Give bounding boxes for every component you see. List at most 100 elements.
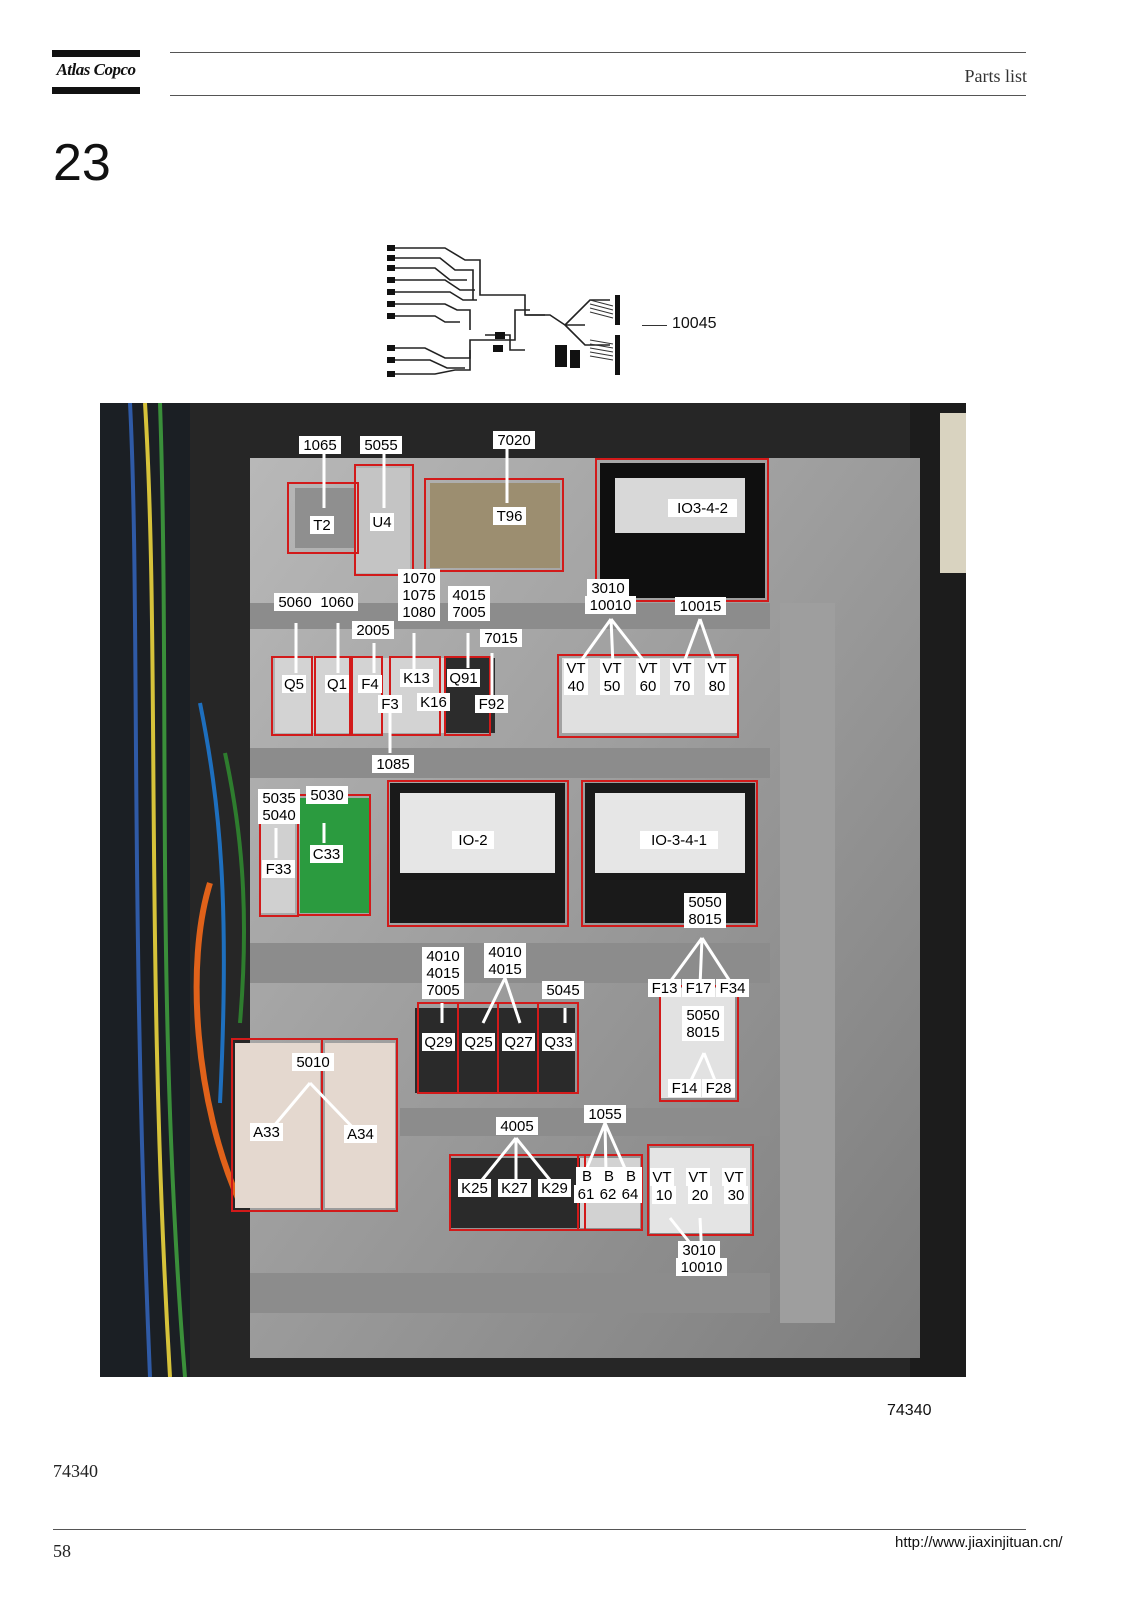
atlas-copco-logo: Atlas Copco (52, 50, 140, 94)
callout-box (258, 789, 300, 807)
callout-q27: Q27 (502, 1033, 535, 1051)
callout-box (574, 1185, 598, 1203)
callout-vt20: VT (686, 1168, 710, 1186)
callout-text: 4015 (488, 961, 521, 978)
callout-box (493, 507, 526, 525)
callout-vt60n: 60 (636, 677, 660, 695)
callout-7015: 7015 (480, 629, 522, 647)
callout-text: Q29 (424, 1034, 452, 1051)
callout-box (422, 947, 464, 965)
callout-box (372, 755, 414, 773)
callout-box (668, 499, 737, 517)
callout-text: F14 (672, 1080, 698, 1097)
callout-box (620, 1167, 642, 1185)
callout-text: 8015 (688, 911, 721, 928)
callout-text: 5050 (688, 894, 721, 911)
callout-5050a: 5050 (684, 893, 726, 911)
callout-box (493, 431, 535, 449)
callout-text: U4 (372, 514, 391, 531)
callout-box (417, 693, 450, 711)
callout-text: 1085 (376, 756, 409, 773)
footer-rule (53, 1529, 1026, 1530)
door-sticker (940, 413, 966, 573)
callout-q1: Q1 (325, 675, 349, 693)
callout-text: 40 (568, 678, 585, 695)
callout-a34: A34 (344, 1125, 377, 1143)
callout-f3: F3 (378, 695, 402, 713)
callout-text: F4 (361, 676, 379, 693)
callout-q91: Q91 (447, 669, 480, 687)
callout-text: F3 (381, 696, 399, 713)
callout-u4: U4 (370, 513, 394, 531)
callout-5030: 5030 (306, 786, 348, 804)
callout-k29: K29 (538, 1179, 571, 1197)
callout-box (398, 603, 440, 621)
callout-4005: 4005 (496, 1117, 538, 1135)
callout-box (675, 597, 726, 615)
callout-box (650, 1168, 674, 1186)
callout-4010b: 4010 (484, 943, 526, 961)
callout-box (676, 1258, 727, 1276)
callout-k13: K13 (400, 669, 433, 687)
section-number: 23 (53, 134, 111, 192)
callout-text: 64 (622, 1186, 639, 1203)
callout-text: F28 (706, 1080, 732, 1097)
callout-4015a: 4015 (448, 586, 490, 604)
callout-text: VT (602, 660, 621, 677)
callout-text: 5060 (278, 594, 311, 611)
callout-box (686, 1168, 710, 1186)
callout-b62: B (598, 1167, 620, 1185)
callout-b64: B (620, 1167, 642, 1185)
callout-5010: 5010 (292, 1053, 334, 1071)
callout-text: 60 (640, 678, 657, 695)
callout-box (636, 677, 660, 695)
callout-f28: F28 (702, 1079, 735, 1097)
callout-text: 70 (674, 678, 691, 695)
harness-part-number: 10045 (672, 315, 717, 332)
callout-text: 10010 (590, 597, 632, 614)
vertical-duct (780, 603, 835, 1323)
callout-box (462, 1033, 495, 1051)
callout-text: F17 (686, 980, 712, 997)
callout-box (684, 910, 726, 928)
callout-q29: Q29 (422, 1033, 455, 1051)
callout-box (724, 1186, 748, 1204)
callout-7005a: 7005 (448, 603, 490, 621)
callout-5055: 5055 (360, 436, 402, 454)
callout-text: 7015 (484, 630, 517, 647)
callout-box (585, 596, 636, 614)
callout-text: 10015 (680, 598, 722, 615)
callout-text: 3010 (682, 1242, 715, 1259)
callout-text: 4015 (426, 965, 459, 982)
callout-text: 4015 (452, 587, 485, 604)
callout-text: 10010 (681, 1259, 723, 1276)
callout-box (458, 1179, 491, 1197)
callout-text: 8015 (686, 1024, 719, 1041)
callout-text: 4005 (500, 1118, 533, 1135)
callout-box (484, 943, 526, 961)
callout-box (682, 1006, 724, 1024)
wiring-harness-drawing (387, 245, 620, 377)
callout-box (352, 621, 394, 639)
callout-b61n: 61 (574, 1185, 598, 1203)
callout-7005b: 7005 (422, 981, 464, 999)
page-number: 58 (53, 1541, 71, 1561)
callout-5040: 5040 (258, 806, 300, 824)
callout-b61: B (576, 1167, 598, 1185)
highlight-frames (231, 458, 769, 1236)
callout-box (640, 831, 718, 849)
callout-k16: K16 (417, 693, 450, 711)
callout-box (400, 669, 433, 687)
callout-1070: 1070 (398, 569, 440, 587)
callout-box (618, 1185, 642, 1203)
callout-1060: 1060 (316, 593, 358, 611)
callout-text: 1060 (320, 594, 353, 611)
callout-box (448, 603, 490, 621)
callout-10010b: 10010 (676, 1258, 727, 1276)
callout-io341: IO-3-4-1 (640, 831, 718, 849)
callout-box (584, 1105, 626, 1123)
callout-text: F34 (720, 980, 746, 997)
callout-text: VT (638, 660, 657, 677)
callout-box (398, 569, 440, 587)
callout-vt60: VT (636, 659, 660, 677)
